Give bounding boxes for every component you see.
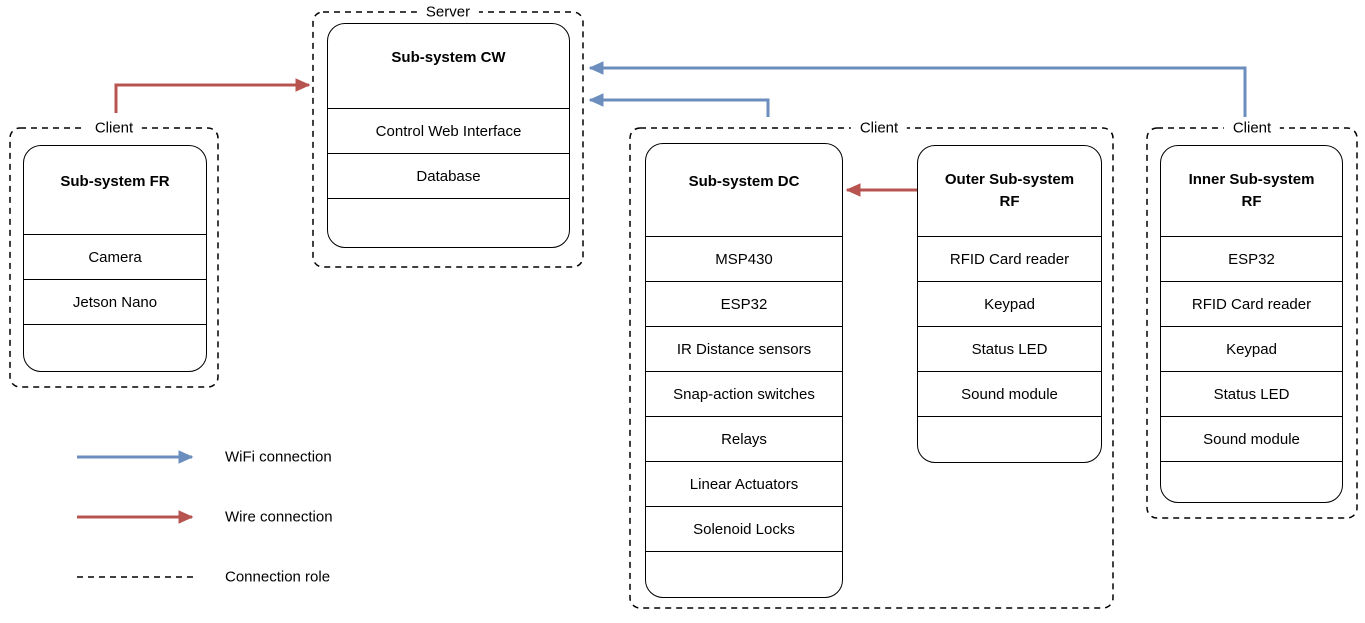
node-row: Status LED: [918, 326, 1101, 371]
node-row: Relays: [646, 416, 842, 461]
node-row: Solenoid Locks: [646, 506, 842, 551]
legend-label-wifi-connection: WiFi connection: [225, 448, 332, 466]
node-row-empty: [646, 551, 842, 597]
group-label-client-dc: Client: [850, 119, 908, 137]
node-row: Linear Actuators: [646, 461, 842, 506]
node-title: Inner Sub-system RF: [1188, 171, 1315, 210]
node-row-empty: [918, 416, 1101, 462]
node-row: RFID Card reader: [918, 236, 1101, 281]
wifi-connection-inner-rf-to-cw: [588, 61, 1247, 117]
legend-label-connection-role: Connection role: [225, 568, 331, 586]
group-label-client-inner-rf: Client: [1223, 119, 1281, 137]
node-row: ESP32: [646, 281, 842, 326]
node-row: Control Web Interface: [328, 108, 569, 153]
node-sub-system-dc: Sub-system DC MSP430 ESP32 IR Distance s…: [645, 143, 843, 598]
group-label-client-fr: Client: [85, 119, 143, 137]
legend-label-wire-connection: Wire connection: [225, 508, 333, 526]
node-title: Outer Sub-system RF: [944, 171, 1075, 210]
node-row: MSP430: [646, 236, 842, 281]
node-row: RFID Card reader: [1161, 281, 1342, 326]
node-sub-system-fr: Sub-system FR Camera Jetson Nano: [23, 145, 207, 372]
node-row: ESP32: [1161, 236, 1342, 281]
wifi-connection-dc-to-cw: [588, 93, 770, 117]
node-row: Camera: [24, 234, 206, 279]
group-label-server: Server: [416, 3, 480, 21]
node-row: Keypad: [918, 281, 1101, 326]
node-row: Database: [328, 153, 569, 198]
node-row-empty: [328, 198, 569, 247]
node-row-empty: [1161, 461, 1342, 502]
node-row: Status LED: [1161, 371, 1342, 416]
wire-connection-fr-to-cw: [114, 78, 311, 113]
node-title: Sub-system CW: [391, 49, 506, 67]
node-sub-system-cw: Sub-system CW Control Web Interface Data…: [327, 23, 570, 248]
node-title: Sub-system DC: [688, 173, 800, 191]
node-row-empty: [24, 324, 206, 371]
node-row: Sound module: [918, 371, 1101, 416]
node-row: IR Distance sensors: [646, 326, 842, 371]
node-row: Sound module: [1161, 416, 1342, 461]
node-title: Sub-system FR: [60, 173, 170, 191]
client-inner-rf-group-border: [1146, 127, 1358, 519]
node-row: Snap-action switches: [646, 371, 842, 416]
node-outer-sub-system-rf: Outer Sub-system RF RFID Card reader Key…: [917, 145, 1102, 463]
node-row: Jetson Nano: [24, 279, 206, 324]
node-row: Keypad: [1161, 326, 1342, 371]
node-inner-sub-system-rf: Inner Sub-system RF ESP32 RFID Card read…: [1160, 145, 1343, 503]
